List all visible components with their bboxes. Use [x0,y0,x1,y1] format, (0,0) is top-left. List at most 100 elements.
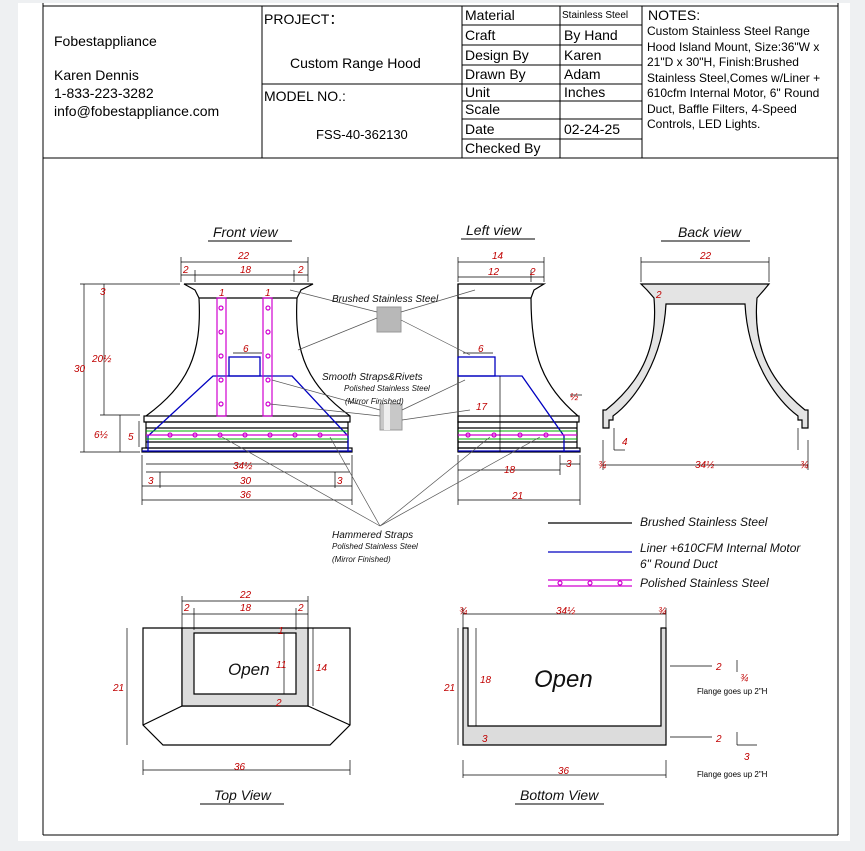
back-view: Back view 22 2 4 34½ ¾ ¾ [598,224,809,471]
project-label: PROJECT： [264,11,344,27]
dim-front-3: 3 [100,287,106,298]
model-label: MODEL NO.: [264,88,346,104]
dim-back-2: 2 [655,290,662,301]
top-view-title: Top View [214,787,272,803]
dim-front-2-right: 2 [297,265,304,276]
left-straps [458,432,577,438]
dim-bottom-left-quarter: ¾ [459,606,467,617]
dim-front-34: 34½ [233,461,253,472]
notes-line: 21"D x 30"H, Finish:Brushed [647,55,799,69]
brushed-swatch [376,306,402,333]
spec-value: Stainless Steel [562,10,629,21]
dim-front-18: 18 [240,265,252,276]
spec-value: By Hand [564,27,618,43]
dim-top-11: 11 [276,660,286,671]
bottom-outline [462,627,667,746]
notes-line: Controls, LED Lights. [647,117,761,131]
dim-back-22: 22 [699,251,712,262]
dim-left-6: 6 [478,344,484,355]
left-liner [457,356,580,452]
dim-flange-3: 3 [744,752,750,763]
dim-front-30: 30 [74,364,86,375]
spec-label: Material [465,7,515,23]
back-view-title: Back view [678,224,742,240]
legend-label-brushed: Brushed Stainless Steel [640,515,768,529]
dim-flange-quarter: ¾ [740,673,748,684]
flange-note-1: Flange goes up 2"H [697,687,768,696]
legend-line-polished [548,579,632,587]
back-dimension-lines [602,257,809,470]
legend-label-polished: Polished Stainless Steel [640,576,769,590]
legend: Brushed Stainless Steel Liner +610CFM In… [548,515,801,590]
spec-value: Karen [564,47,602,63]
spec-value: 02-24-25 [564,121,621,137]
dim-bottom-36: 36 [558,766,570,777]
dim-back-34: 34½ [695,460,715,471]
spec-label: Checked By [465,140,541,156]
polished2-callout: Polished Stainless Steel [332,542,418,551]
notes-line: Custom Stainless Steel Range [647,24,810,38]
left-view: Left view [457,222,582,505]
top-open-label: Open [228,660,270,679]
mirror-callout: (Mirror Finished) [345,397,404,406]
spec-label: Scale [465,101,501,117]
dim-flange-2a: 2 [715,662,722,673]
dim-front-3-left: 3 [148,476,154,487]
notes-line: Hood Island Mount, Size:36"W x [647,39,820,54]
polished-swatch-shine [384,404,390,430]
callout-lines [221,289,541,527]
project-value: Custom Range Hood [290,55,421,71]
title-block-grid [261,6,643,158]
dim-top-1: 1 [278,626,284,637]
polished-callout: Polished Stainless Steel [344,384,430,393]
dim-flange-2b: 2 [715,734,722,745]
dim-bottom-34: 34½ [556,606,576,617]
dim-left-21: 21 [511,491,523,502]
top-dimension-lines [126,596,351,775]
top-frame [181,627,309,707]
dim-top-21: 21 [112,683,124,694]
dim-front-5: 5 [128,432,134,443]
dim-front-20: 20½ [91,354,112,365]
notes-line: Stainless Steel,Comes w/Liner + [647,70,821,85]
dim-top-36: 36 [234,762,246,773]
left-view-title: Left view [466,222,522,238]
notes-line: Duct, Baffle Filters, 4-Speed [647,101,797,116]
top-view: Open 22 2 18 2 1 11 14 21 2 36 Top View [112,590,351,805]
dim-front-3-right: 3 [337,476,343,487]
dim-bottom-21: 21 [443,683,455,694]
dim-top-22: 22 [239,590,252,601]
back-outline [602,283,809,429]
notes-body: Custom Stainless Steel Range Hood Island… [647,24,820,133]
dim-front-1b: 1 [265,288,271,299]
dim-bottom-right-quarter: ¾ [658,606,666,617]
dim-left-12: 12 [488,267,500,278]
front-straps [146,297,348,438]
dim-top-2: 2 [275,698,282,709]
front-view: Front view [74,224,353,505]
model-value: FSS-40-362130 [316,127,408,142]
contact-email: info@fobestappliance.com [54,103,220,119]
notes-heading: NOTES: [648,7,701,23]
spec-value: Adam [564,66,601,82]
dim-front-1a: 1 [219,288,225,299]
legend-label-duct: 6" Round Duct [640,557,718,571]
dim-top-14: 14 [316,663,328,674]
dim-top-18: 18 [240,603,252,614]
spec-label: Craft [465,27,496,43]
dim-front-22: 22 [237,251,250,262]
hammered-callout: Hammered Straps [332,530,413,541]
dim-left-14: 14 [492,251,504,262]
dim-front-2-left: 2 [182,265,189,276]
dim-left-2: 2 [529,267,536,278]
dim-front-6: 6½ [94,430,109,441]
bottom-view-title: Bottom View [520,787,599,803]
front-view-title: Front view [213,224,278,240]
dim-bottom-3: 3 [482,734,488,745]
mirror2-callout: (Mirror Finished) [332,555,391,564]
dim-left-18: 18 [504,465,516,476]
dim-front-6-duct: 6 [243,344,249,355]
dim-left-3: 3 [566,459,572,470]
